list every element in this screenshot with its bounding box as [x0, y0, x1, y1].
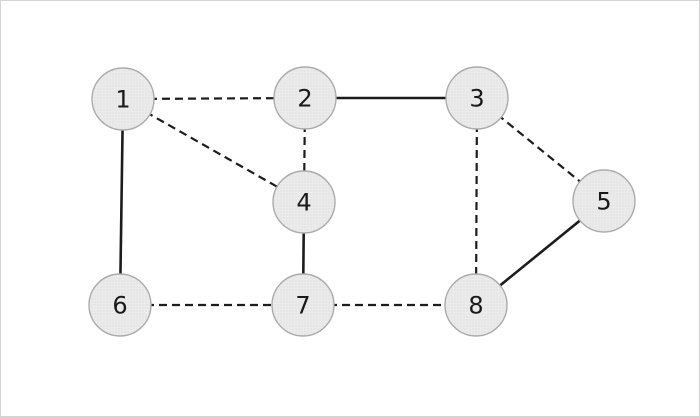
edge-3-8-dashed [474, 97, 479, 306]
node-circle-6 [88, 273, 152, 337]
graph-node-1: 1 [91, 67, 155, 131]
graph-node-3: 3 [445, 66, 509, 130]
node-circle-1 [91, 67, 155, 131]
node-circle-7 [271, 273, 335, 337]
node-label-1: 1 [115, 86, 130, 114]
node-label-3: 3 [469, 85, 484, 113]
node-circle-8 [444, 273, 508, 337]
node-circle-2 [273, 66, 337, 130]
node-label-6: 6 [112, 292, 127, 320]
node-circle-3 [445, 66, 509, 130]
node-label-7: 7 [295, 292, 310, 320]
node-circle-4 [272, 170, 336, 234]
edge-1-4-dashed [122, 98, 305, 203]
nodes-layer: 1 2 3 4 5 6 7 8 [88, 66, 636, 337]
graph-node-4: 4 [272, 170, 336, 234]
graph-node-2: 2 [273, 66, 337, 130]
graph-node-8: 8 [444, 273, 508, 337]
graph-node-7: 7 [271, 273, 335, 337]
node-label-2: 2 [297, 85, 312, 113]
node-label-8: 8 [468, 292, 483, 320]
edge-1-6-solid [118, 98, 125, 306]
node-circle-5 [572, 169, 636, 233]
edges-layer [118, 96, 605, 307]
node-label-5: 5 [596, 188, 611, 216]
graph-node-6: 6 [88, 273, 152, 337]
node-label-4: 4 [296, 189, 311, 217]
graph-node-5: 5 [572, 169, 636, 233]
